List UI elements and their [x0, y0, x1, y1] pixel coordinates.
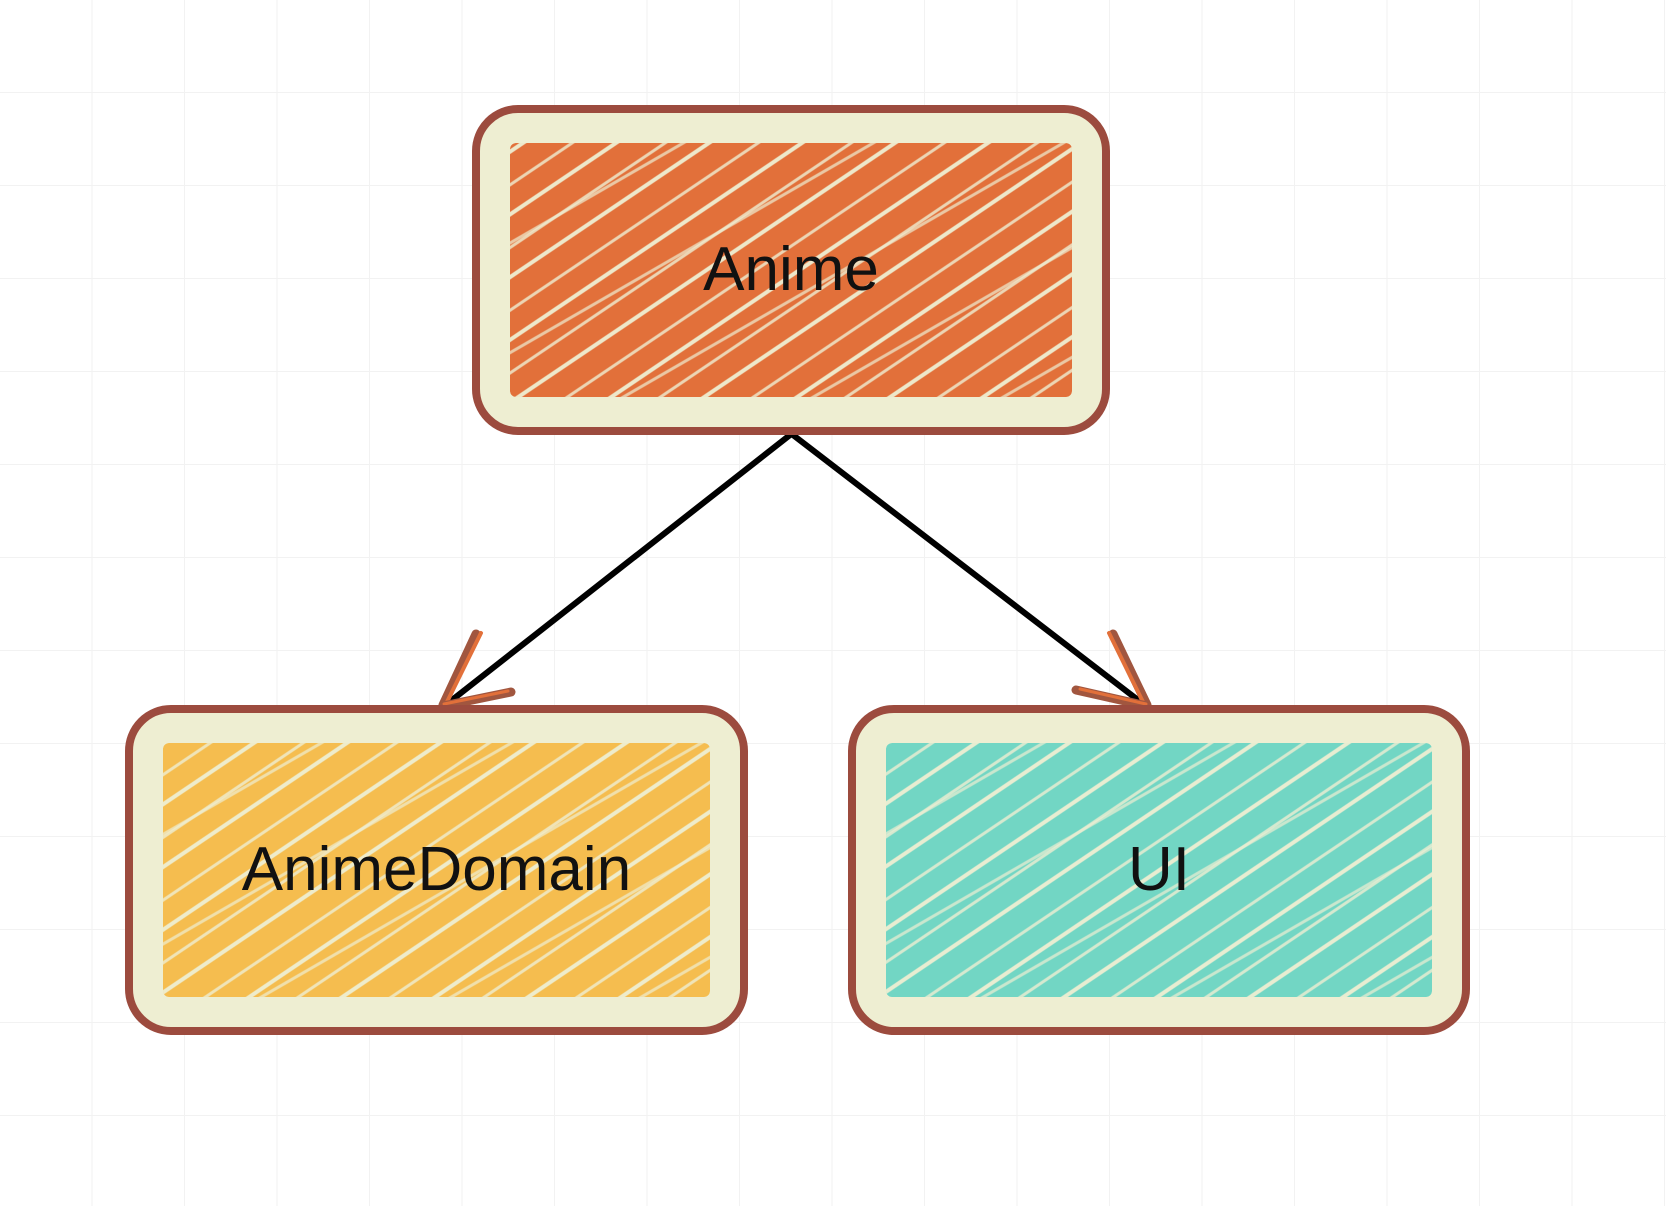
- hatch-pattern-anime: [510, 143, 1072, 397]
- node-anime-fill: Anime: [510, 143, 1072, 397]
- hatch-pattern-animedomain: [163, 743, 710, 997]
- edge-anime-to-ui[interactable]: [790, 432, 1152, 711]
- node-ui[interactable]: UI: [848, 705, 1470, 1035]
- edge-anime-to-animedomain[interactable]: [438, 432, 793, 711]
- node-ui-fill: UI: [886, 743, 1432, 997]
- node-animedomain-label: AnimeDomain: [241, 835, 632, 904]
- node-animedomain-fill: AnimeDomain: [163, 743, 710, 997]
- node-ui-label: UI: [1128, 835, 1190, 904]
- hatch-pattern-ui: [886, 743, 1432, 997]
- node-anime[interactable]: Anime: [472, 105, 1110, 435]
- node-anime-label: Anime: [703, 235, 879, 304]
- node-animedomain[interactable]: AnimeDomain: [125, 705, 748, 1035]
